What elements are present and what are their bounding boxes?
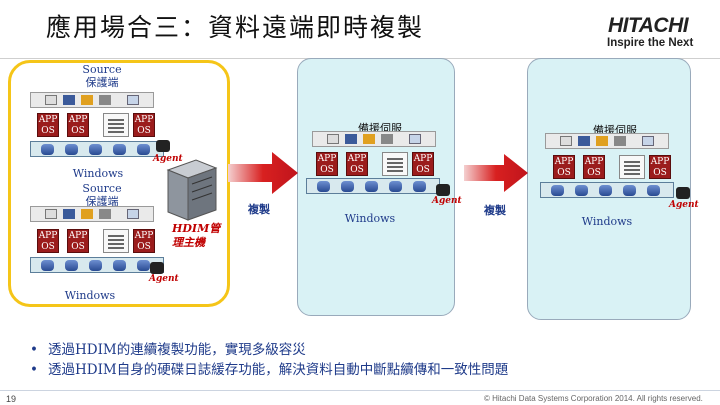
replication-arrow-2-label: 複製 bbox=[484, 204, 506, 217]
footer-divider bbox=[0, 390, 720, 391]
agent-icon bbox=[436, 184, 450, 196]
storage-bar bbox=[30, 257, 164, 273]
app-os-block: APP OS bbox=[133, 113, 155, 137]
database-icon bbox=[63, 209, 75, 219]
folder-icon bbox=[81, 209, 93, 219]
bullet-list: •透過HDIM的連續複製功能，實現多級容災 •透過HDIM自身的硬碟日誌緩存功能… bbox=[30, 340, 508, 380]
primary-server-1-toolbar bbox=[30, 92, 154, 108]
gear-icon bbox=[99, 95, 111, 105]
agent-label: Agent bbox=[669, 200, 699, 210]
replication-arrow-1-label: 複製 bbox=[248, 203, 270, 216]
primary-server-2-toolbar bbox=[30, 206, 154, 222]
hdim-server-icon bbox=[166, 159, 218, 221]
monitor-icon bbox=[127, 209, 139, 219]
app-os-block: APP OS bbox=[133, 229, 155, 253]
hdim-server-label: HDIM管理主機 bbox=[172, 222, 221, 249]
storage-bar bbox=[30, 141, 164, 157]
app-os-block: APP OS bbox=[583, 155, 605, 179]
page-icon bbox=[327, 134, 339, 144]
app-os-block: APP OS bbox=[316, 152, 338, 176]
database-icon bbox=[345, 134, 357, 144]
storage-bar bbox=[540, 182, 674, 198]
monitor-icon bbox=[642, 136, 654, 146]
agent-label: Agent bbox=[149, 274, 179, 284]
app-os-block: APP OS bbox=[67, 229, 89, 253]
agent-label: Agent bbox=[432, 196, 462, 206]
bullet-item: •透過HDIM自身的硬碟日誌緩存功能，解決資料自動中斷點續傳和一致性問題 bbox=[30, 362, 509, 378]
replica-1-os: Windows bbox=[344, 212, 396, 225]
page-icon bbox=[560, 136, 572, 146]
monitor-icon bbox=[127, 95, 139, 105]
primary-server-1-label: Source 保護端 bbox=[82, 63, 122, 89]
document-icon bbox=[382, 152, 408, 176]
replica-2-toolbar bbox=[545, 133, 669, 149]
replica-1-toolbar bbox=[312, 131, 436, 147]
app-os-block: APP OS bbox=[37, 229, 59, 253]
primary-server-2-label: Source 保護端 bbox=[82, 182, 122, 208]
document-icon bbox=[619, 155, 645, 179]
app-os-block: APP OS bbox=[37, 113, 59, 137]
gear-icon bbox=[614, 136, 626, 146]
replication-arrow-2 bbox=[464, 154, 528, 192]
document-icon bbox=[103, 113, 129, 137]
hitachi-logo: HITACHI bbox=[608, 14, 689, 37]
storage-bar bbox=[306, 178, 440, 194]
copyright-notice: © Hitachi Data Systems Corporation 2014.… bbox=[484, 394, 703, 403]
app-os-block: APP OS bbox=[412, 152, 434, 176]
app-os-block: APP OS bbox=[67, 113, 89, 137]
gear-icon bbox=[381, 134, 393, 144]
folder-icon bbox=[596, 136, 608, 146]
agent-icon bbox=[150, 262, 164, 274]
primary-server-2-os: Windows bbox=[64, 289, 116, 302]
app-os-block: APP OS bbox=[649, 155, 671, 179]
replication-arrow-1 bbox=[228, 152, 298, 194]
gear-icon bbox=[99, 209, 111, 219]
database-icon bbox=[578, 136, 590, 146]
database-icon bbox=[63, 95, 75, 105]
app-os-block: APP OS bbox=[346, 152, 368, 176]
bullet-item: •透過HDIM的連續複製功能，實現多級容災 bbox=[30, 342, 306, 358]
agent-label: Agent bbox=[153, 154, 183, 164]
brand-tagline: Inspire the Next bbox=[607, 37, 694, 49]
folder-icon bbox=[363, 134, 375, 144]
monitor-icon bbox=[409, 134, 421, 144]
folder-icon bbox=[81, 95, 93, 105]
page-number: 19 bbox=[6, 394, 17, 404]
primary-site-zone bbox=[8, 60, 230, 307]
primary-server-1-os: Windows bbox=[72, 167, 124, 180]
replica-2-os: Windows bbox=[581, 215, 633, 228]
agent-icon bbox=[156, 140, 170, 152]
slide-title: 應用場合三：資料遠端即時複製 bbox=[46, 13, 425, 42]
document-icon bbox=[103, 229, 129, 253]
app-os-block: APP OS bbox=[553, 155, 575, 179]
page-icon bbox=[45, 209, 57, 219]
agent-icon bbox=[676, 187, 690, 199]
page-icon bbox=[45, 95, 57, 105]
